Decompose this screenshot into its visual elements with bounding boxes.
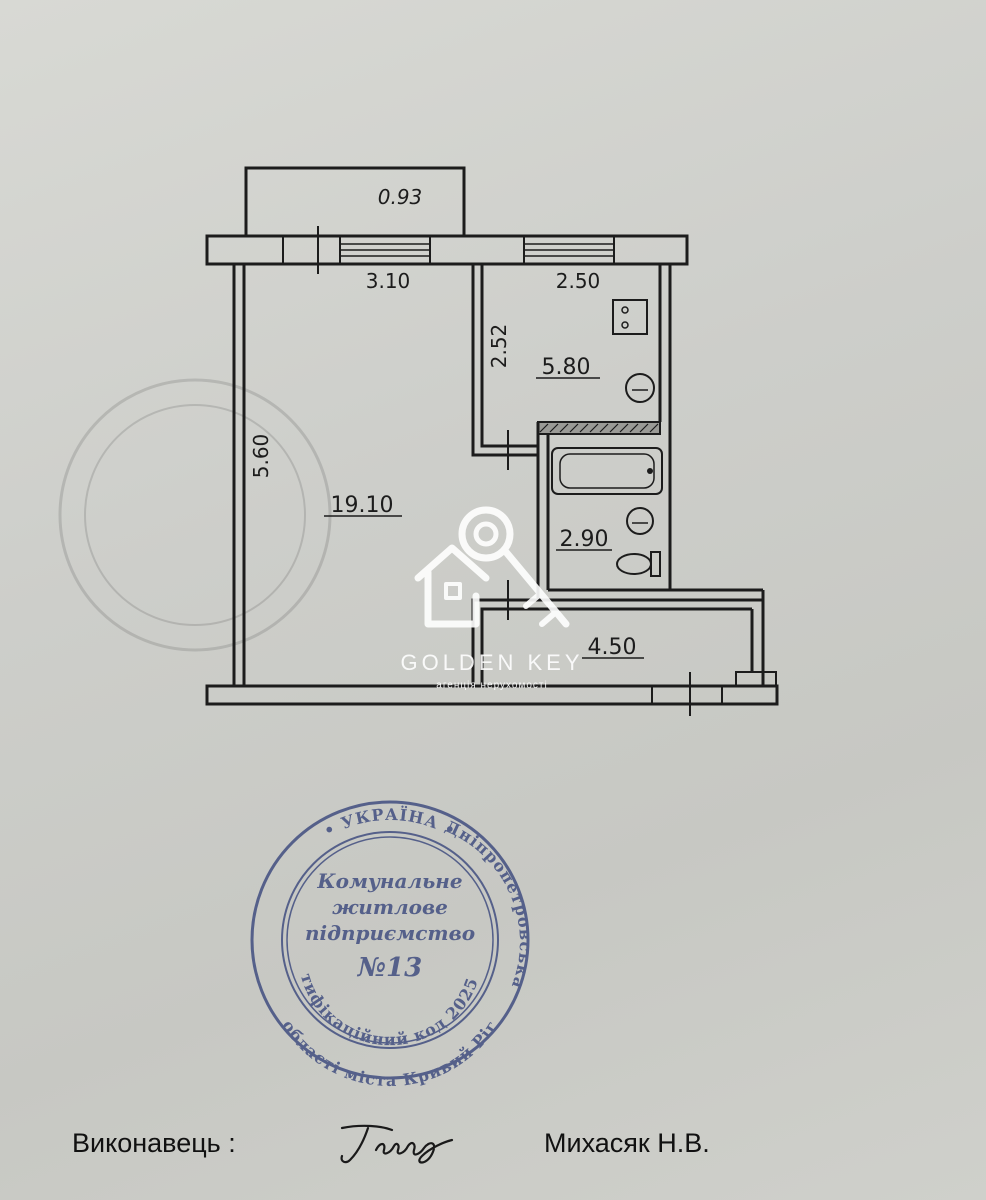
area-bathroom: 2.90: [560, 527, 609, 552]
stove-icon: [612, 299, 648, 335]
vent-duct: [537, 421, 661, 435]
left-wall: [232, 264, 246, 686]
official-stamp: • УКРАЇНА • Дніпропетровська області міс…: [0, 0, 535, 1090]
area-kitchen: 5.80: [542, 355, 591, 380]
golden-key-watermark: GOLDEN KEY агенція нерухомості: [400, 506, 583, 691]
performer-label: Виконавець :: [72, 1127, 236, 1158]
floor-plan: 0.93: [0, 0, 779, 1090]
dim-kitchen-depth: 2.52: [487, 324, 511, 369]
performer-footer: Виконавець : Михасяк Н.В.: [72, 1120, 932, 1166]
window-1: [339, 236, 431, 264]
balcony-area-label: 0.93: [378, 185, 423, 209]
washbasin-icon: [626, 507, 654, 535]
svg-text:Дніпропетровська: Дніпропетровська: [442, 817, 535, 992]
area-hallway: 4.50: [588, 635, 637, 660]
watermark-subtitle: агенція нерухомості: [436, 680, 547, 691]
stamp-line-3: підприємство: [305, 921, 475, 945]
dim-living-width: 3.10: [366, 269, 411, 293]
stamp-line-4: №13: [357, 953, 422, 983]
svg-text:області міста Кривий Ріг: області міста Кривий Ріг: [278, 1016, 501, 1090]
performer-name: Михасяк Н.В.: [544, 1127, 710, 1158]
faded-stamp: [58, 378, 332, 652]
house-key-icon: [414, 506, 570, 628]
stamp-ring-bottom: області міста Кривий Ріг: [278, 1016, 500, 1090]
stamp-line-2: житлове: [332, 895, 448, 919]
dim-living-depth: 5.60: [249, 434, 273, 479]
area-living-room: 19.10: [331, 493, 394, 518]
watermark-title: GOLDEN KEY: [400, 650, 583, 675]
dim-kitchen-width: 2.50: [556, 269, 601, 293]
kitchen-right-wall: [658, 264, 672, 590]
toilet-icon: [616, 551, 661, 577]
stamp-line-1: Комунальне: [316, 869, 462, 893]
top-wall: [205, 226, 689, 274]
balcony: [244, 166, 466, 238]
stamp-ring-right: Дніпропетровська: [442, 817, 534, 992]
bottom-wall: [205, 672, 779, 716]
signature-icon: [340, 1124, 454, 1164]
kitchen-partition: [471, 264, 538, 470]
bathtub-icon: [551, 447, 663, 495]
bathroom-walls: [536, 422, 670, 600]
window-2: [523, 236, 615, 264]
kitchen-sink-icon: [625, 373, 655, 403]
